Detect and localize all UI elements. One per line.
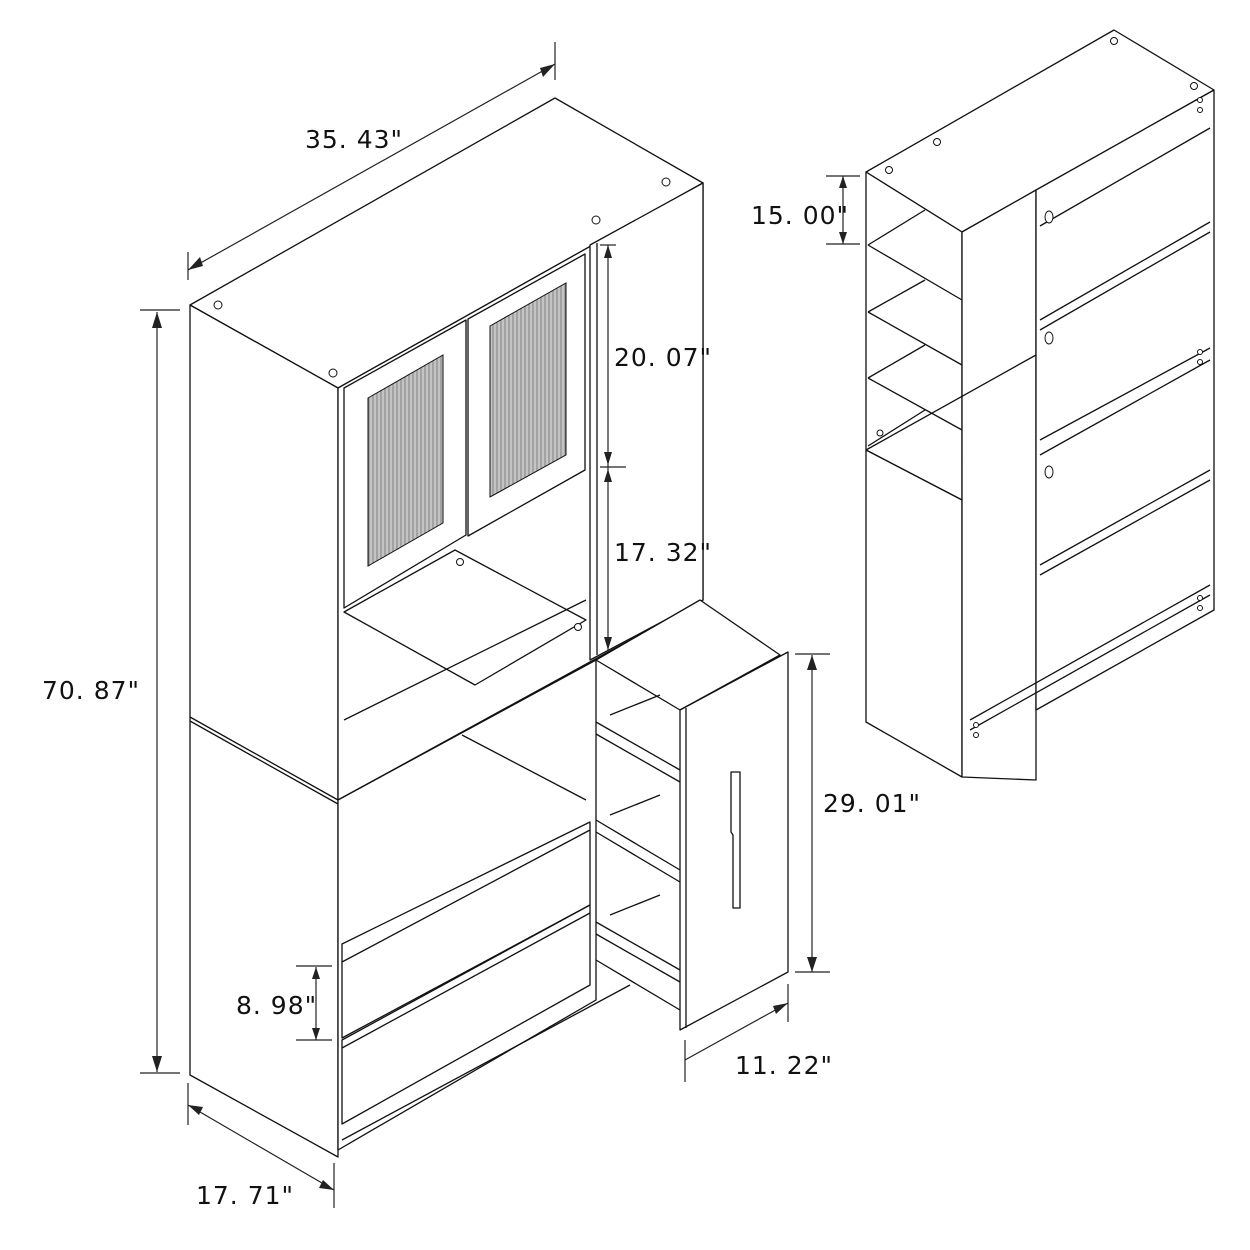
dimension-depth: 17. 71" bbox=[196, 1181, 295, 1210]
dimension-drawer-height: 8. 98" bbox=[236, 991, 318, 1020]
dimension-overall-width: 35. 43" bbox=[305, 125, 404, 154]
pullout-top bbox=[595, 599, 781, 711]
glass-door-right[interactable] bbox=[467, 253, 586, 537]
rear-back-panel bbox=[1035, 89, 1215, 711]
rear-lower-side bbox=[865, 449, 963, 778]
dimension-shelf-spacing: 15. 00" bbox=[751, 201, 850, 230]
drawer-bottom[interactable] bbox=[341, 904, 591, 1125]
dimension-overall-height: 70. 87" bbox=[42, 676, 141, 705]
pullout-cabinet[interactable] bbox=[595, 599, 789, 1031]
cabinet-left-side bbox=[189, 304, 339, 1158]
dimension-pullout-width: 11. 22" bbox=[735, 1051, 834, 1080]
microwave-shelf-back bbox=[343, 549, 587, 686]
rear-cabinet bbox=[865, 29, 1215, 781]
dimension-upper-door-height: 20. 07" bbox=[614, 343, 713, 372]
glass-door-left[interactable] bbox=[343, 319, 467, 609]
dimension-pullout-height: 29. 01" bbox=[823, 789, 922, 818]
dimension-open-shelf-height: 17. 32" bbox=[614, 538, 713, 567]
main-cabinet bbox=[189, 97, 704, 1158]
dimension-lines bbox=[140, 42, 860, 1208]
pullout-handle-icon bbox=[730, 771, 741, 909]
upper-right-door bbox=[589, 182, 704, 661]
